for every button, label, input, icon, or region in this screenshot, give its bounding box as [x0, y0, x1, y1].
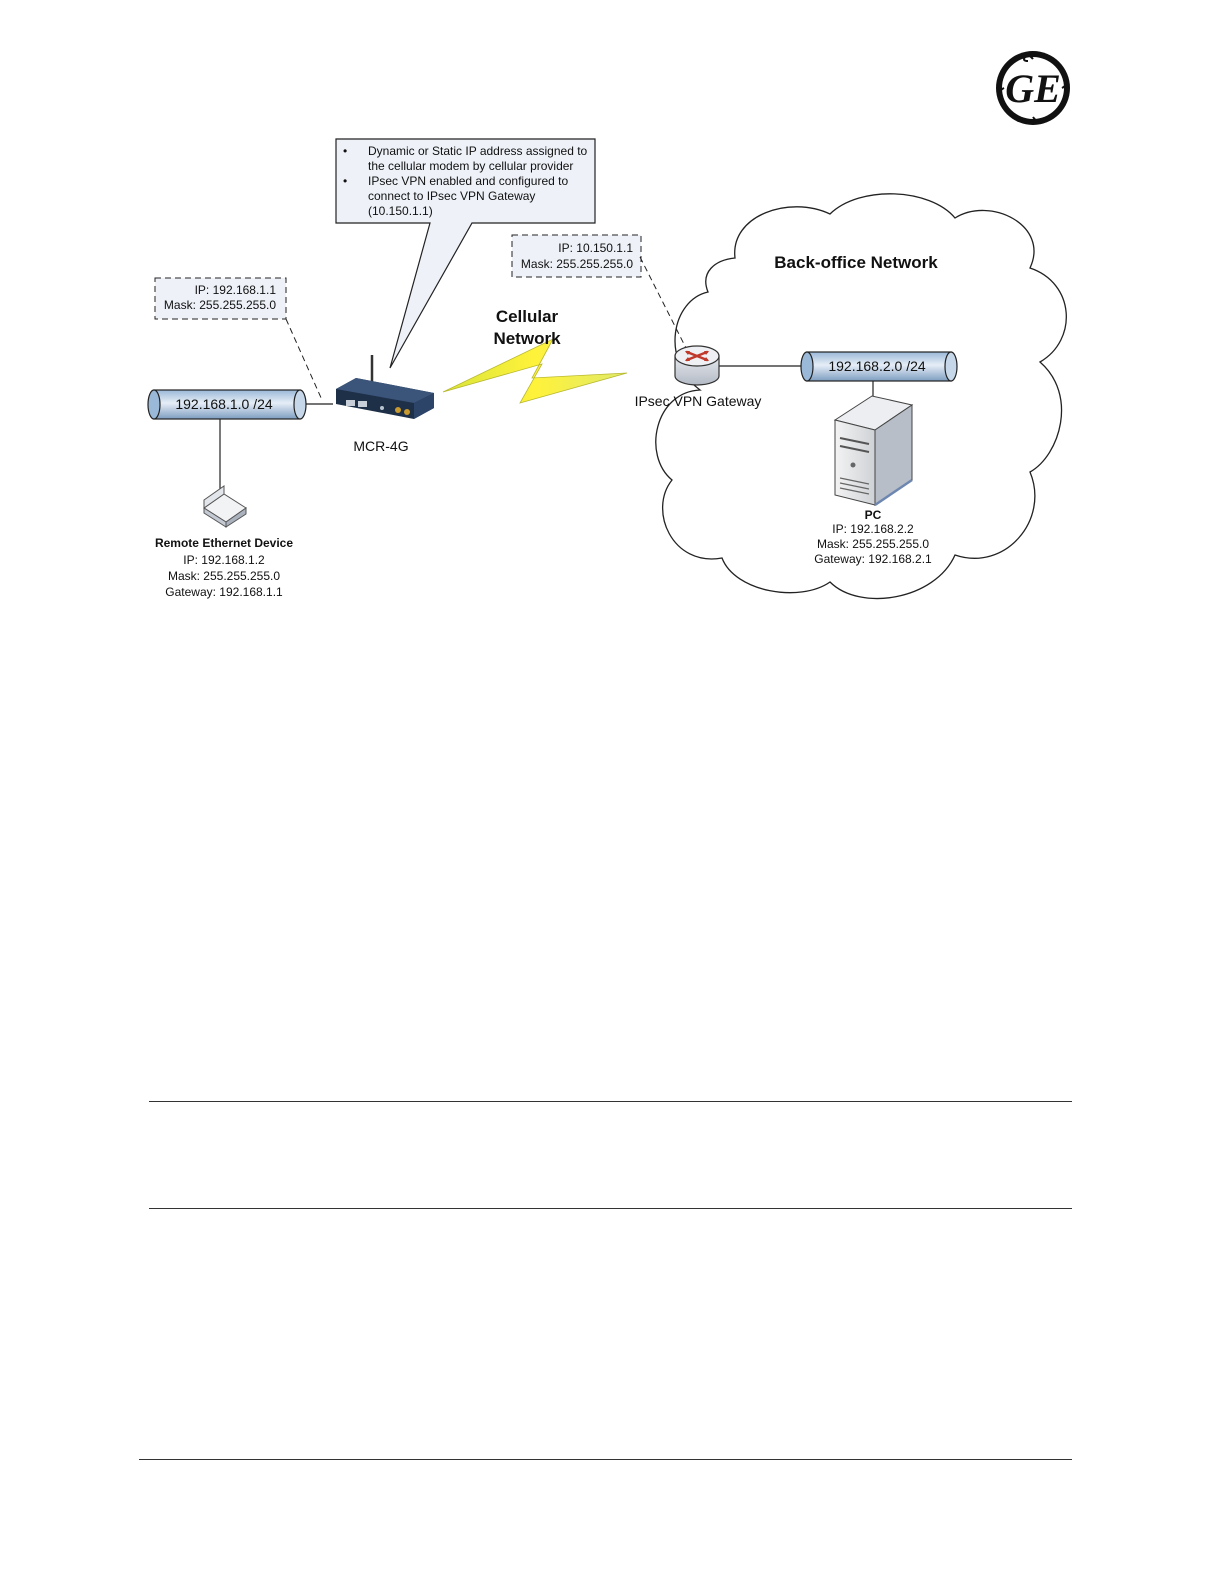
rule-middle — [149, 1208, 1072, 1209]
office-subnet-label: 192.168.2.0 /24 — [828, 358, 926, 374]
gateway-ip-label: IP: 10.150.1.1 — [558, 241, 633, 255]
pc-mask: Mask: 255.255.255.0 — [817, 537, 929, 551]
rule-top — [149, 1101, 1072, 1102]
callout-line-4: connect to IPsec VPN Gateway — [368, 189, 535, 203]
bullet-marker-2: • — [343, 174, 347, 188]
cellular-network-line-1: Cellular — [496, 307, 559, 326]
callout-line-5: (10.150.1.1) — [368, 204, 433, 218]
mcr-mask-label: Mask: 255.255.255.0 — [164, 298, 276, 312]
remote-device-mask: Mask: 255.255.255.0 — [168, 569, 280, 583]
callout-line-2: the cellular modem by cellular provider — [368, 159, 573, 173]
gateway-ip-box — [511, 234, 642, 278]
local-subnet-pipe — [147, 389, 307, 420]
callout-line-1: Dynamic or Static IP address assigned to — [368, 144, 588, 158]
cellular-network-line-2: Network — [493, 329, 561, 348]
pc-gateway: Gateway: 192.168.2.1 — [814, 552, 932, 566]
callout-line-3: IPsec VPN enabled and configured to — [368, 174, 568, 188]
remote-device-gateway: Gateway: 192.168.1.1 — [165, 585, 283, 599]
footer-rule — [139, 1459, 1072, 1460]
vpn-gateway-router — [674, 345, 720, 386]
modem-label: MCR-4G — [353, 438, 408, 454]
bullet-marker-1: • — [343, 144, 347, 158]
mcr-ip-label: IP: 192.168.1.1 — [195, 283, 277, 297]
cellular-lightning — [442, 338, 628, 404]
remote-device-box — [203, 485, 247, 528]
ge-logo: GE — [996, 51, 1070, 125]
pc-ip: IP: 192.168.2.2 — [832, 522, 914, 536]
remote-device-ip: IP: 192.168.1.2 — [183, 553, 265, 567]
vpn-gateway-label: IPsec VPN Gateway — [635, 393, 762, 409]
mcr-ip-box — [154, 277, 287, 320]
pc-title: PC — [865, 508, 882, 522]
gateway-mask-label: Mask: 255.255.255.0 — [521, 257, 633, 271]
mcr-4g-modem — [336, 355, 434, 419]
back-office-cloud — [655, 193, 1067, 600]
back-office-title: Back-office Network — [774, 253, 938, 272]
logo-lettering: GE — [1005, 66, 1061, 111]
office-subnet-pipe — [800, 351, 958, 382]
callout-text: • Dynamic or Static IP address assigned … — [343, 144, 588, 218]
local-subnet-label: 192.168.1.0 /24 — [175, 396, 273, 412]
callout-balloon — [335, 138, 596, 369]
pc-tower — [833, 395, 914, 507]
remote-device-title: Remote Ethernet Device — [155, 536, 293, 550]
